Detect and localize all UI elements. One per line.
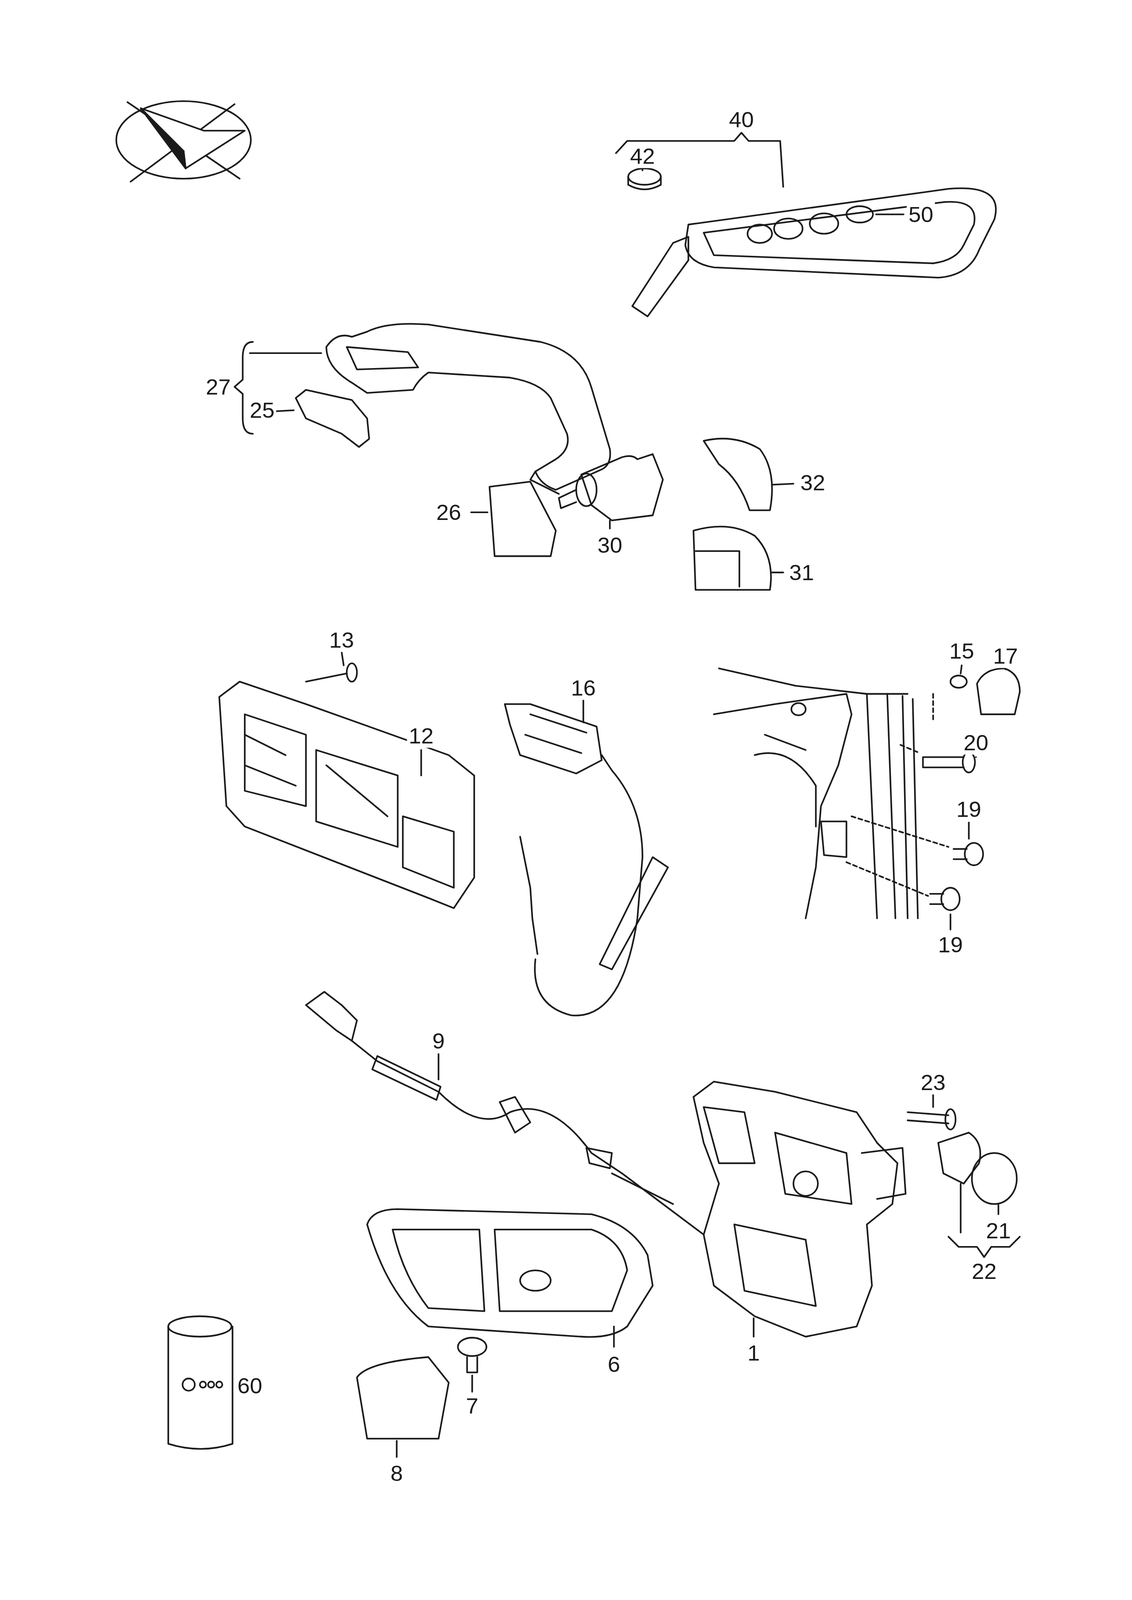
callout-number: 50 xyxy=(906,201,936,227)
callout-number: 60 xyxy=(235,1372,265,1397)
callout-number: 9 xyxy=(430,1028,447,1053)
door-panel xyxy=(713,667,918,918)
key-fob xyxy=(632,188,997,317)
callout-number: 25 xyxy=(248,398,277,423)
callout-number: 15 xyxy=(947,638,977,663)
door-handle xyxy=(326,323,611,494)
callout-number: 13 xyxy=(327,627,357,652)
callout-number: 26 xyxy=(434,499,464,524)
callout-number: 7 xyxy=(464,1393,481,1418)
callout-number: 16 xyxy=(568,675,598,700)
handle-carrier xyxy=(219,681,475,909)
callout-number: 31 xyxy=(787,559,817,585)
orientation-symbol xyxy=(116,101,251,182)
callout-number: 27 xyxy=(203,374,233,399)
callout-number: 23 xyxy=(919,1069,948,1095)
lock-cylinder xyxy=(558,454,663,521)
inner-handle xyxy=(366,1208,653,1337)
callout-number: 22 xyxy=(969,1258,999,1283)
callout-number: 19 xyxy=(936,932,966,957)
callout-number: 19 xyxy=(954,796,984,821)
callout-number: 42 xyxy=(628,144,657,169)
grease-tube xyxy=(168,1315,233,1449)
inner-cable xyxy=(305,991,704,1235)
callout-number: 20 xyxy=(961,730,991,755)
callout-number: 6 xyxy=(605,1351,622,1376)
callout-number: 21 xyxy=(984,1217,1014,1242)
callout-number: 32 xyxy=(798,470,828,495)
callout-number: 8 xyxy=(388,1460,405,1485)
callout-number: 12 xyxy=(407,723,436,748)
door-lock xyxy=(693,1080,906,1336)
callout-number: 1 xyxy=(745,1340,762,1365)
release-cable xyxy=(504,703,668,1016)
callout-number: 40 xyxy=(727,107,756,132)
callout-number: 17 xyxy=(991,643,1020,668)
callout-number: 30 xyxy=(595,532,625,557)
